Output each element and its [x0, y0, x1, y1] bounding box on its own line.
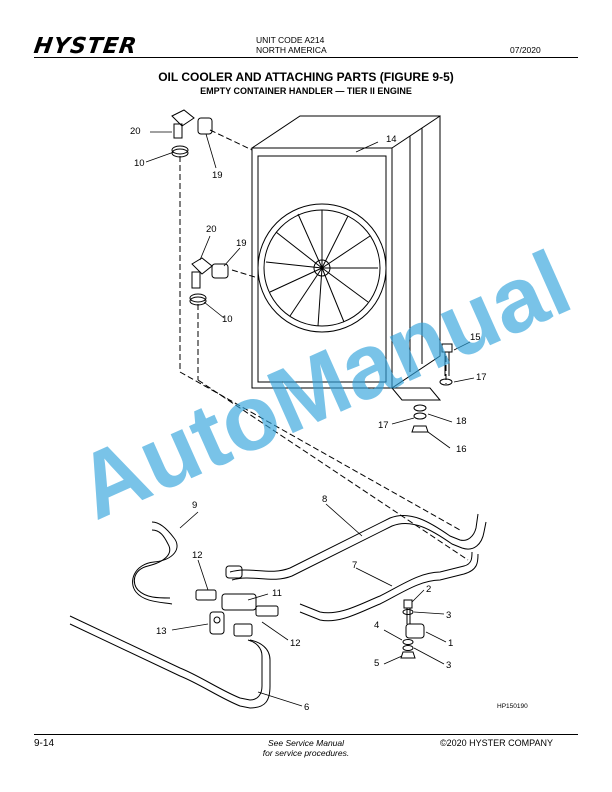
- figure-code: HP150190: [497, 703, 528, 710]
- callout-13: 13: [156, 626, 167, 637]
- region: NORTH AMERICA: [256, 45, 327, 55]
- header-date: 07/2020: [510, 45, 541, 55]
- callout-20-upper: 20: [130, 126, 141, 137]
- callout-9: 9: [192, 500, 198, 511]
- callout-10-upper: 10: [134, 158, 145, 169]
- callout-17-left: 17: [378, 420, 389, 431]
- copyright: ©2020 HYSTER COMPANY: [440, 738, 553, 748]
- page-subtitle: EMPTY CONTAINER HANDLER — TIER II ENGINE: [200, 86, 412, 96]
- upper-elbow-fitting: [171, 109, 213, 158]
- callout-4: 4: [374, 620, 380, 631]
- mounting-foot: [390, 387, 442, 401]
- hose-8: [229, 513, 479, 573]
- callout-8: 8: [322, 494, 328, 505]
- leader-lines: [145, 131, 475, 707]
- callout-17-right: 17: [476, 372, 487, 383]
- callout-7: 7: [352, 560, 358, 571]
- right-hardware: [400, 599, 425, 659]
- callout-5: 5: [374, 658, 380, 669]
- lower-elbow-fitting: [189, 257, 229, 306]
- callout-14: 14: [386, 134, 397, 145]
- footer-note-line1: See Service Manual: [267, 738, 345, 748]
- callout-19-upper: 19: [212, 170, 223, 181]
- callout-12-lower: 12: [290, 638, 301, 649]
- hose-6: [69, 615, 263, 701]
- page-number: 9-14: [34, 738, 55, 749]
- unit-code: UNIT CODE A214: [256, 35, 325, 45]
- callout-1: 1: [448, 638, 454, 649]
- hose-7: [299, 551, 473, 614]
- footer-note-line2: for service procedures.: [262, 748, 350, 758]
- callout-18: 18: [456, 416, 467, 427]
- callout-2: 2: [426, 584, 432, 595]
- hose-9: [132, 521, 178, 605]
- callout-16: 16: [456, 444, 467, 455]
- callout-19-lower: 19: [236, 238, 247, 249]
- page-title: OIL COOLER AND ATTACHING PARTS (FIGURE 9…: [158, 70, 454, 84]
- callout-3-lower: 3: [446, 660, 452, 671]
- header-rule: [34, 57, 578, 58]
- footer-rule: [34, 734, 578, 735]
- callout-10-lower: 10: [222, 314, 233, 325]
- callout-11: 11: [272, 588, 282, 599]
- callout-6: 6: [304, 702, 310, 713]
- callout-15: 15: [470, 332, 481, 343]
- callout-3-upper: 3: [446, 610, 452, 621]
- callout-20-lower: 20: [206, 224, 217, 235]
- fan-shroud: [257, 203, 387, 333]
- center-fittings: [195, 565, 279, 637]
- callout-12-upper: 12: [192, 550, 203, 561]
